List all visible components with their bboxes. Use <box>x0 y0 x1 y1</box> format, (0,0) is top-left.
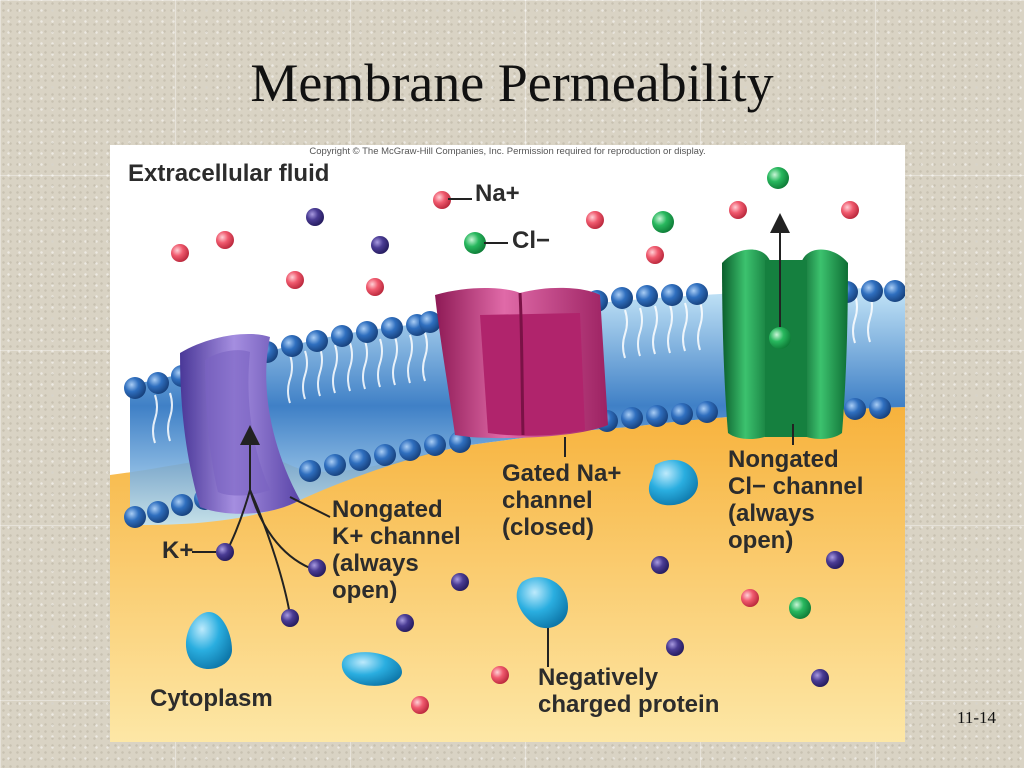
membrane-diagram: Copyright © The McGraw-Hill Companies, I… <box>110 145 905 742</box>
cytoplasm-label: Cytoplasm <box>150 686 273 713</box>
protein-label: Negatively charged protein <box>538 665 719 719</box>
na-channel-label: Gated Na+ channel (closed) <box>502 461 621 542</box>
k-channel-label: Nongated K+ channel (always open) <box>332 497 461 605</box>
k-legend-label: K+ <box>162 538 193 565</box>
cl-legend-label: Cl− <box>512 228 550 255</box>
copyright-notice: Copyright © The McGraw-Hill Companies, I… <box>110 146 905 157</box>
slide-title: Membrane Permeability <box>0 52 1024 114</box>
cl-channel-label: Nongated Cl− channel (always open) <box>728 447 863 555</box>
na-legend-label: Na+ <box>475 181 520 208</box>
diagram-canvas <box>110 145 905 742</box>
na-channel <box>435 288 608 438</box>
k-legend-line <box>192 545 222 559</box>
extracellular-fluid-label: Extracellular fluid <box>128 161 329 188</box>
page-number: 11-14 <box>957 708 996 728</box>
